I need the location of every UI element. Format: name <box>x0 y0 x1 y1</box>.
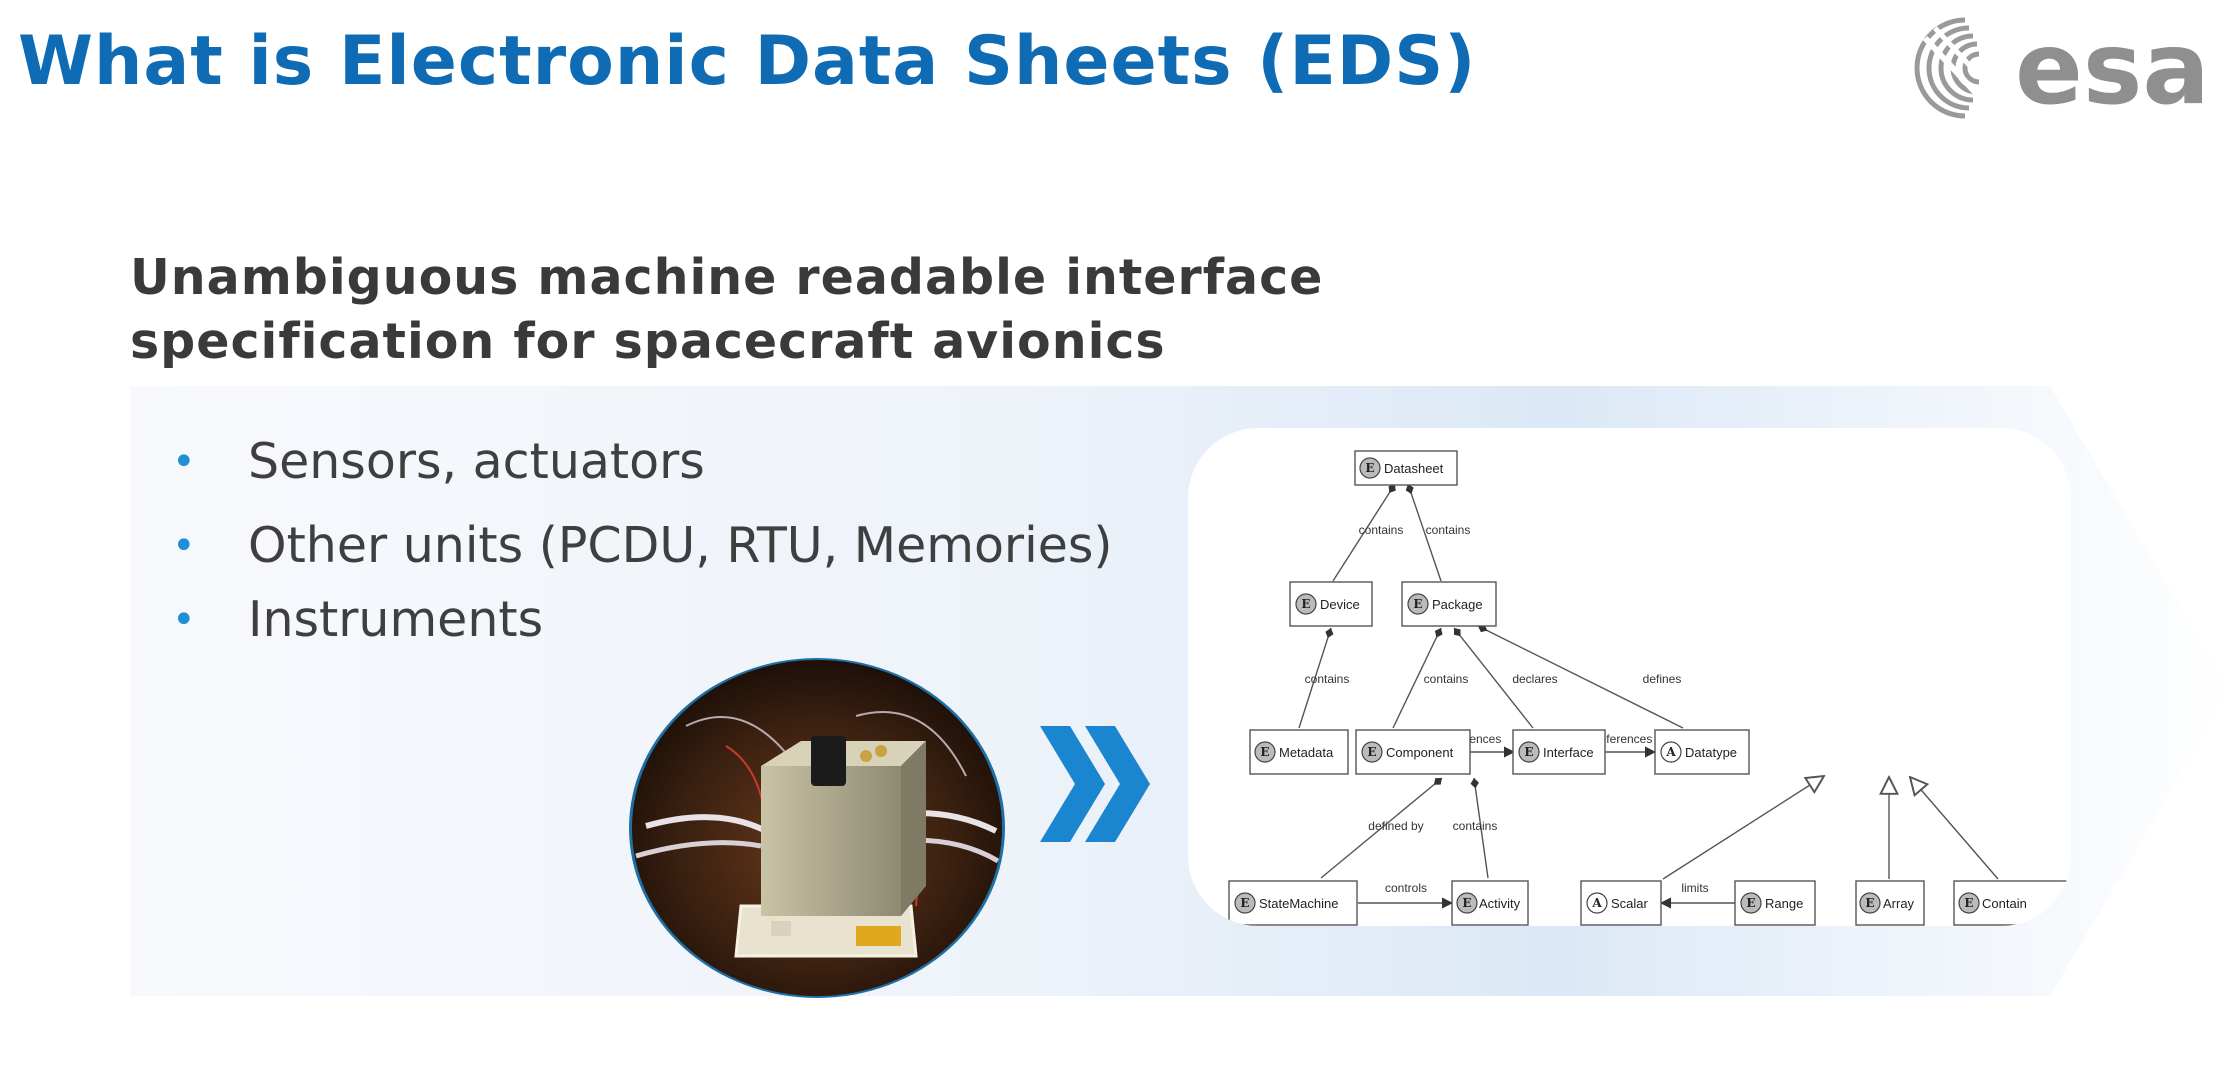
entity-icon <box>1456 892 1478 914</box>
node-package: E Package <box>1401 581 1497 627</box>
node-device: E Device <box>1289 581 1373 627</box>
edge-component-activity <box>1470 777 1489 879</box>
entity-icon <box>1518 741 1540 763</box>
bullet-list: • Sensors, actuators • Other units (PCDU… <box>170 430 1113 672</box>
node-icon-letter: E <box>1964 896 1973 910</box>
esa-logo-globe-icon <box>1914 17 1997 119</box>
bullet-marker: • <box>172 439 196 485</box>
entity-icon <box>1407 593 1429 615</box>
edge-datasheet-package <box>1405 483 1442 582</box>
eds-model-diagram: contains contains contains contains decl… <box>1228 450 2071 926</box>
bullet-text: Other units (PCDU, RTU, Memories) <box>248 517 1113 574</box>
node-icon-letter: A <box>1665 745 1676 759</box>
node-icon-letter: E <box>1365 461 1374 475</box>
bullet-marker: • <box>172 523 196 569</box>
node-activity: E Activity <box>1451 880 1529 926</box>
node-label: Package <box>1432 597 1483 612</box>
esa-logo-text: esa <box>2015 10 2210 127</box>
node-icon-letter: A <box>1591 896 1602 910</box>
node-label: Range <box>1765 896 1803 911</box>
subtitle-line: Unambiguous machine readable interface <box>130 249 1324 306</box>
edge-label: controls <box>1385 881 1427 895</box>
node-icon-letter: E <box>1240 896 1249 910</box>
node-scalar: A Scalar <box>1580 880 1662 926</box>
entity-icon <box>1859 892 1881 914</box>
node-icon-letter: E <box>1746 896 1755 910</box>
entity-icon <box>1295 593 1317 615</box>
node-icon-letter: E <box>1260 745 1269 759</box>
entity-icon <box>1361 741 1383 763</box>
bullet-text: Instruments <box>248 591 544 648</box>
node-icon-letter: E <box>1865 896 1874 910</box>
node-icon-letter: E <box>1367 745 1376 759</box>
node-icon-letter: E <box>1462 896 1471 910</box>
diagram-nodes: E Datasheet E Device E Package E Metadat… <box>1228 450 2071 926</box>
esa-logo: esa <box>1914 10 2210 127</box>
node-array: E Array <box>1855 880 1925 926</box>
entity-icon <box>1359 457 1381 479</box>
node-statemachine: E StateMachine <box>1228 880 1358 926</box>
node-label: Datatype <box>1685 745 1737 760</box>
node-component: E Component <box>1355 729 1471 775</box>
subtitle-line: specification for spacecraft avionics <box>130 313 1166 370</box>
entity-icon <box>1234 892 1256 914</box>
diagram-edge-labels: contains contains contains contains decl… <box>1305 523 1709 895</box>
bullet-item: • Sensors, actuators <box>170 430 1113 514</box>
edge-package-datatype <box>1477 624 1684 729</box>
edge-label: defined by <box>1368 819 1423 833</box>
node-label: Metadata <box>1279 745 1334 760</box>
node-label: Component <box>1386 745 1454 760</box>
abstract-icon <box>1660 741 1682 763</box>
node-label: StateMachine <box>1259 896 1339 911</box>
node-label: Device <box>1320 597 1360 612</box>
entity-icon <box>1740 892 1762 914</box>
edge-label: contains <box>1424 672 1469 686</box>
node-range: E Range <box>1734 880 1816 926</box>
slide-subtitle: Unambiguous machine readable interface s… <box>130 246 1323 374</box>
node-icon-letter: E <box>1413 597 1422 611</box>
edge-datasheet-device <box>1332 483 1396 582</box>
hardware-unit-photo <box>629 658 1005 998</box>
edge-label: contains <box>1426 523 1471 537</box>
edge-label: limits <box>1681 881 1708 895</box>
node-container: E Contain <box>1953 880 2071 926</box>
bullet-item: • Other units (PCDU, RTU, Memories) <box>170 514 1113 598</box>
node-label: Array <box>1883 896 1915 911</box>
edge-container-datatype <box>1910 777 1999 880</box>
edge-scalar-datatype <box>1662 776 1824 880</box>
node-label: Contain <box>1982 896 2027 911</box>
edge-label: contains <box>1305 672 1350 686</box>
edge-component-statemachine <box>1320 777 1443 879</box>
node-label: Scalar <box>1611 896 1649 911</box>
slide-title: What is Electronic Data Sheets (EDS) <box>18 22 1477 101</box>
edge-device-metadata <box>1298 627 1334 729</box>
edge-label: contains <box>1359 523 1404 537</box>
node-metadata: E Metadata <box>1249 729 1349 775</box>
edge-package-interface <box>1453 627 1534 729</box>
abstract-icon <box>1586 892 1608 914</box>
edge-package-component <box>1392 627 1443 729</box>
eds-model-diagram-card: contains contains contains contains decl… <box>1188 428 2071 926</box>
node-interface: E Interface <box>1512 729 1606 775</box>
edge-label: contains <box>1453 819 1498 833</box>
double-chevron-right-icon <box>1040 726 1150 842</box>
node-datatype: A Datatype <box>1654 729 1750 775</box>
node-icon-letter: E <box>1524 745 1533 759</box>
bullet-item: • Instruments <box>170 588 1113 672</box>
bullet-marker: • <box>172 597 196 643</box>
node-icon-letter: E <box>1301 597 1310 611</box>
node-label: Activity <box>1479 896 1521 911</box>
node-datasheet: E Datasheet <box>1354 450 1458 486</box>
edge-label: defines <box>1643 672 1682 686</box>
entity-icon <box>1254 741 1276 763</box>
diagram-edges <box>1298 483 1999 909</box>
bullet-text: Sensors, actuators <box>248 433 705 490</box>
edge-label: declares <box>1512 672 1557 686</box>
edge-label: references <box>1596 732 1653 746</box>
entity-icon <box>1958 892 1980 914</box>
node-label: Interface <box>1543 745 1594 760</box>
node-label: Datasheet <box>1384 461 1444 476</box>
